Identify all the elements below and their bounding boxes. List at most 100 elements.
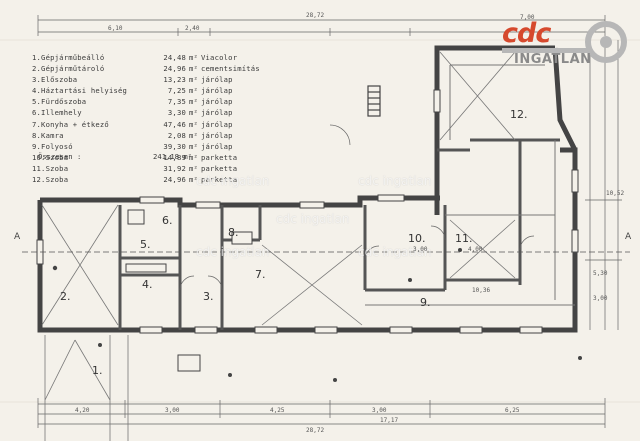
legend-room-name: 11.Szoba [32,163,69,173]
watermark: cdc ingatlan [358,245,432,259]
dimension-top-total: 28,72 [306,12,325,19]
legend-unit: m² [189,175,199,185]
legend-unit: m² [189,97,199,107]
dimension-label: 7,00 [520,14,535,21]
legend-room-name: 10.Szoba [32,152,69,162]
dimension-label: 6,25 [505,407,520,414]
section-mark-left: A [14,232,21,242]
room-number: 5. [140,238,151,251]
dimension-label: 3,00 [372,407,387,414]
legend-unit: m² [189,141,199,151]
legend-unit: m² [189,53,199,62]
room-number: 3. [203,290,214,303]
logo-mark: cdc [502,18,551,49]
room-number: 1. [92,364,103,377]
legend-floor-material: cementsimítás [201,64,260,74]
dimension-label: 4,20 [75,407,90,414]
legend-floor-material: járólap [201,97,233,107]
legend-room-name: 5.Fürdőszoba [32,97,87,107]
dimension-label: 6,10 [108,25,123,32]
dimension-label: 2,40 [185,25,200,32]
room-number: 2. [60,290,71,303]
legend-room-area: 13,23 [163,75,186,85]
watermark: cdc ingatlan [276,212,350,226]
legend-floor-material: Viacolor [201,53,238,62]
legend-floor-material: járólap [201,86,233,96]
legend-room-area: 7,25 [167,86,186,96]
legend-unit: m² [189,64,199,74]
dimension-label: 17,17 [380,417,399,424]
legend-unit: m² [189,75,199,85]
legend-room-name: 3.Előszoba [32,75,78,85]
logo-text: INGATLAN [514,52,592,67]
legend-room-area: 24,96 [163,175,186,185]
legend-unit: m² [189,130,199,140]
legend-room-area: 7,35 [167,97,186,107]
dimension-label: 10,36 [472,287,491,294]
legend-unit: m² [189,108,199,118]
legend-room-area: 24,96 [163,64,186,74]
room-number: 8. [228,226,239,239]
dimension-label: 5,30 [593,270,608,277]
section-mark-right: A [625,232,632,242]
legend-room-name: 9.Folyosó [32,141,73,151]
legend-floor-material: járólap [201,141,233,151]
legend-unit: m² [189,119,199,129]
legend-floor-material: parketta [201,152,238,162]
total-label: Összesen : [38,152,82,161]
legend-unit: m² [189,86,199,96]
legend-room-area: 24,48 [163,53,186,62]
legend-total: Összesen : 241,18 m² [38,152,192,161]
total-value: 241,18 m² [153,152,192,161]
dimension-label: 3,00 [593,295,608,302]
dimension-label: 10,52 [606,190,625,197]
room-number: 11. [455,232,473,245]
legend-room-area: 47,46 [163,119,186,129]
legend-room-name: 4.Háztartási helyiség [32,86,128,96]
key-icon [502,21,627,63]
legend-room-name: 6.Illemhely [32,108,82,118]
legend-unit: m² [189,152,199,162]
dimension-label: 4,25 [270,407,285,414]
legend-room-name: 1.Gépjárműbeálló [32,53,105,62]
dimension-label: 3,00 [413,246,428,253]
dimension-label: 4,00 [468,246,483,253]
legend-room-area: 2,08 [167,130,186,140]
legend-floor-material: járólap [201,108,233,118]
legend-room-area: 39,30 [163,141,186,151]
legend-room-area: 14,89 [163,152,186,162]
legend-floor-material: parketta [201,163,238,173]
legend-room-area: 31,92 [163,163,186,173]
legend-floor-material: járólap [201,130,233,140]
watermark: cdc ingatlan [358,174,432,188]
legend-unit: m² [189,163,199,173]
cdc-logo: cdc INGATLAN [498,14,630,82]
dimension-label: 3,00 [165,407,180,414]
legend-room-name: 7.Konyha + étkező [32,119,109,129]
room-number: 9. [420,296,431,309]
legend-floor-material: parketta [201,175,238,185]
room-number: 4. [142,278,153,291]
legend-room-area: 3,30 [167,108,186,118]
room-number: 12. [510,108,528,121]
legend-room-name: 12.Szoba [32,175,69,185]
legend-floor-material: járólap [201,119,233,129]
legend-room-name: 8.Kamra [32,130,64,140]
dimension-bottom-total: 28,72 [306,427,325,434]
watermark: cdc ingatlan [196,174,270,188]
watermark: cdc ingatlan [196,245,270,259]
legend-room-name: 2.Gépjárműtároló [32,64,105,74]
